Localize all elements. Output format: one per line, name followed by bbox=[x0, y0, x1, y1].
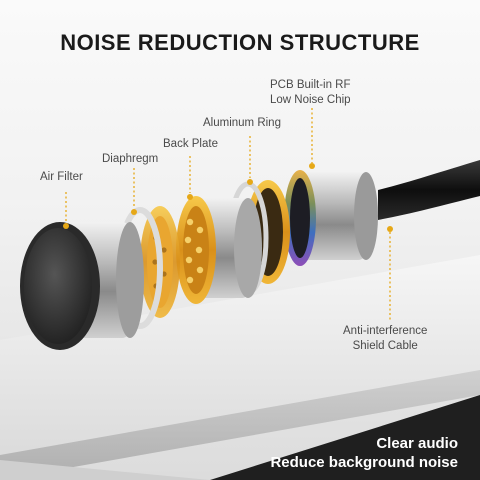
rear-housing bbox=[284, 170, 378, 266]
label-pcb-chip: PCB Built-in RF Low Noise Chip bbox=[270, 78, 351, 108]
label-diaphragm: Diaphregm bbox=[102, 153, 159, 165]
back-plate bbox=[176, 196, 262, 304]
label-aluminum-ring: Aluminum Ring bbox=[203, 117, 281, 129]
air-filter-marker bbox=[63, 223, 69, 229]
label-back-plate: Back Plate bbox=[163, 138, 218, 150]
back-plate-marker bbox=[187, 194, 193, 200]
label-air-filter: Air Filter bbox=[40, 171, 83, 183]
aluminum-ring-marker bbox=[247, 179, 253, 185]
page-title: NOISE REDUCTION STRUCTURE bbox=[60, 30, 420, 55]
tagline-primary: Clear audio bbox=[376, 435, 458, 452]
cable bbox=[378, 160, 480, 220]
label-shield-cable-line2: Shield Cable bbox=[352, 340, 418, 352]
tagline-secondary: Reduce background noise bbox=[270, 454, 458, 471]
air-filter bbox=[20, 222, 100, 350]
label-pcb-chip-line1: PCB Built-in RF bbox=[270, 79, 351, 91]
label-shield-cable-line1: Anti-interference bbox=[343, 325, 428, 337]
label-pcb-chip-line2: Low Noise Chip bbox=[270, 94, 351, 106]
label-shield-cable: Anti-interference Shield Cable bbox=[343, 324, 427, 354]
pcb-chip-marker bbox=[309, 163, 315, 169]
shield-cable-marker bbox=[387, 226, 393, 232]
diaphragm-marker bbox=[131, 209, 137, 215]
display-platform bbox=[0, 255, 480, 480]
